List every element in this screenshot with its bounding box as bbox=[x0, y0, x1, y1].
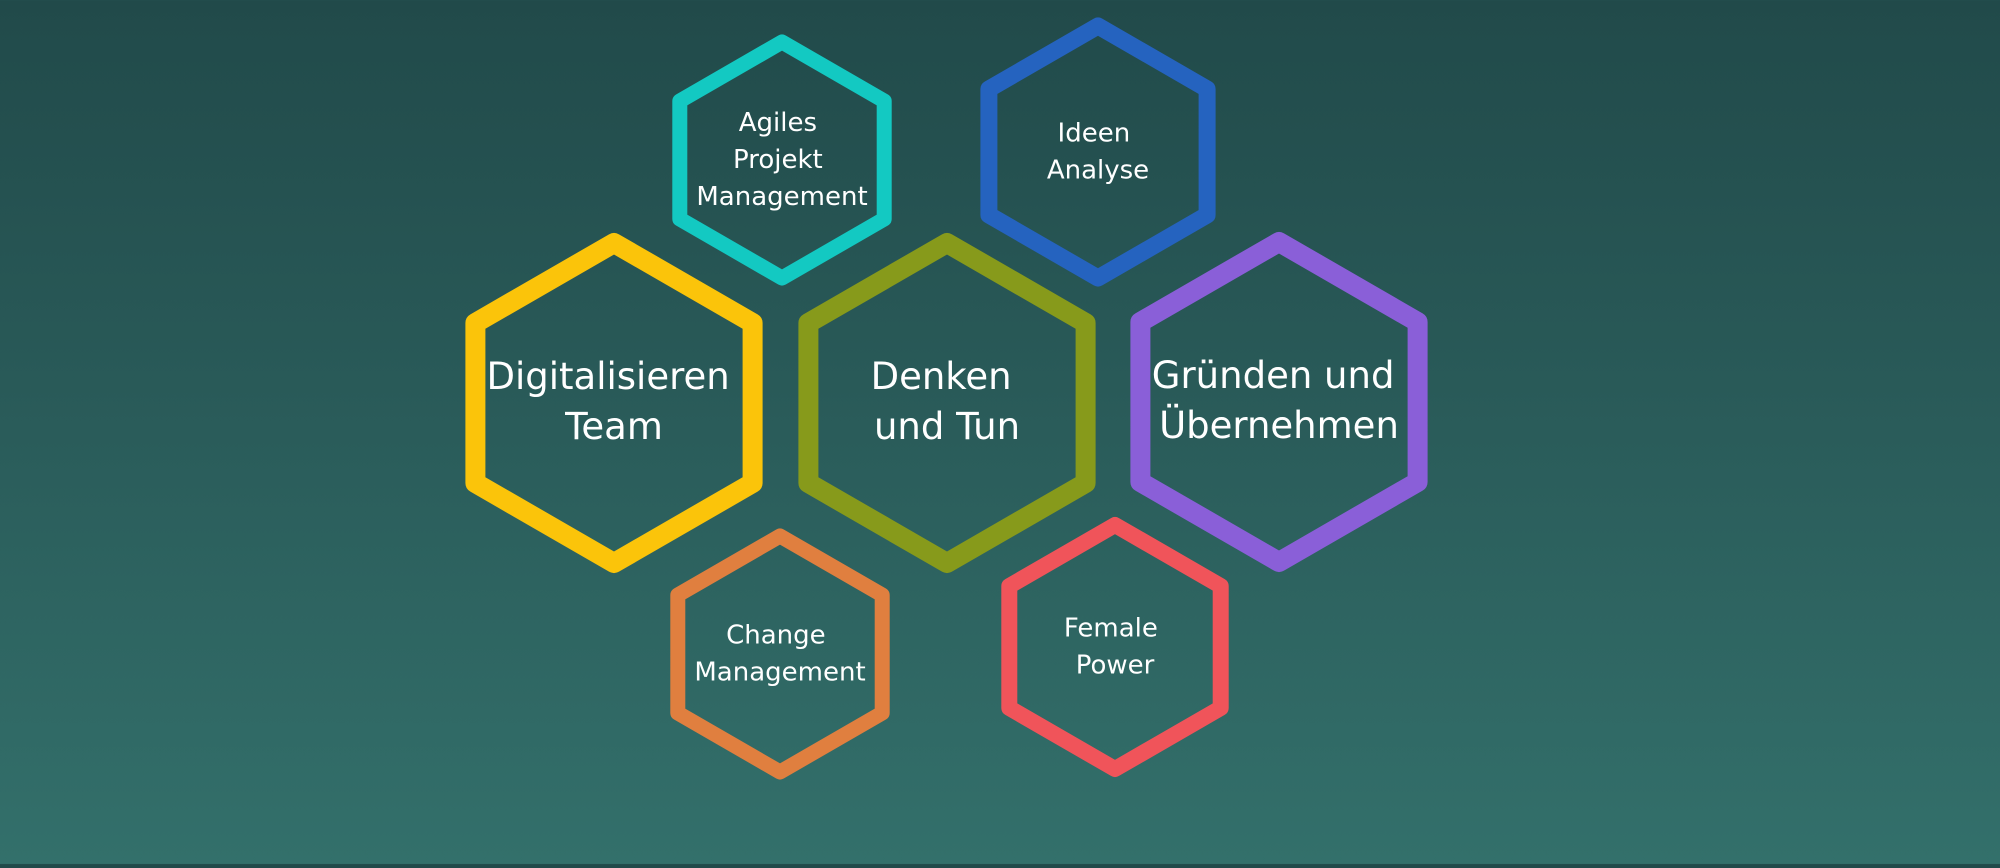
hex-label-change: Change Management bbox=[694, 620, 865, 687]
hex-outline-digitalisieren bbox=[465, 233, 763, 573]
hex-label-agiles: Agiles Projekt Management bbox=[696, 108, 867, 212]
hex-label-denken: Denken und Tun bbox=[871, 355, 1024, 448]
hex-node-agiles: Agiles Projekt Management bbox=[672, 34, 892, 286]
hex-label-line: Female bbox=[1064, 613, 1158, 643]
hex-outline-denken bbox=[798, 233, 1096, 573]
hex-label-line: Denken bbox=[871, 355, 1012, 398]
hex-label-line: Übernehmen bbox=[1159, 404, 1399, 447]
hex-label-line: Analyse bbox=[1047, 155, 1149, 185]
hex-label-line: Projekt bbox=[733, 145, 823, 175]
hex-outline-agiles bbox=[672, 34, 892, 286]
hex-label-line: Change bbox=[726, 620, 826, 650]
hex-label-gruenden: Gründen und Übernehmen bbox=[1152, 354, 1406, 447]
hex-node-denken: Denken und Tun bbox=[798, 233, 1096, 573]
hex-label-line: Management bbox=[696, 182, 867, 212]
hex-node-ideen: Ideen Analyse bbox=[980, 17, 1216, 287]
hex-node-female: Female Power bbox=[1001, 517, 1229, 777]
hex-node-gruenden: Gründen und Übernehmen bbox=[1130, 232, 1428, 572]
hex-label-ideen: Ideen Analyse bbox=[1047, 118, 1149, 185]
hex-label-line: Management bbox=[694, 657, 865, 687]
hex-label-line: Agiles bbox=[739, 108, 817, 138]
hex-node-change: Change Management bbox=[670, 528, 890, 780]
hex-label-line: Digitalisieren bbox=[487, 355, 730, 398]
hex-outline-ideen bbox=[980, 17, 1216, 287]
hex-label-female: Female Power bbox=[1064, 613, 1166, 680]
hex-outline-female bbox=[1001, 517, 1229, 777]
hex-label-line: und Tun bbox=[874, 405, 1020, 448]
hex-outline-gruenden bbox=[1130, 232, 1428, 572]
hex-label-line: Gründen und bbox=[1152, 354, 1395, 397]
hex-label-digitalisieren: Digitalisieren Team bbox=[487, 355, 742, 448]
hex-label-line: Team bbox=[564, 405, 663, 448]
hex-outline-change bbox=[670, 528, 890, 780]
hex-label-line: Power bbox=[1076, 650, 1155, 680]
hex-label-line: Ideen bbox=[1058, 118, 1131, 148]
hex-node-digitalisieren: Digitalisieren Team bbox=[465, 233, 763, 573]
